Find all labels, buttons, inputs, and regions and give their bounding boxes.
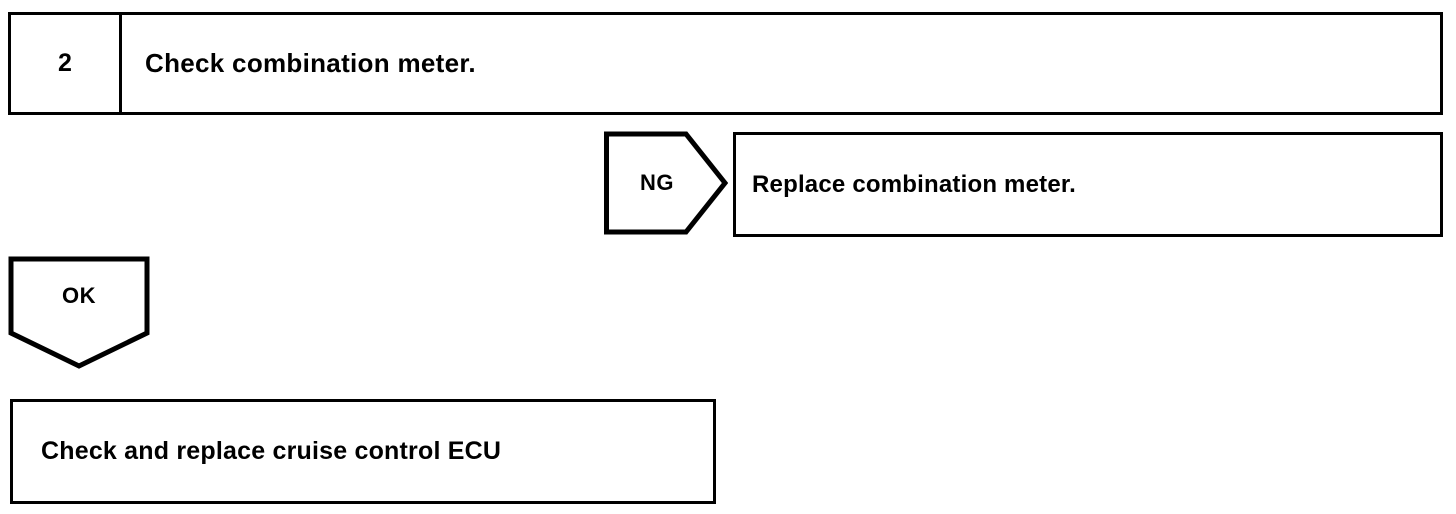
ng-result-text: Replace combination meter.: [752, 170, 1076, 198]
ng-result-box: Replace combination meter.: [733, 132, 1443, 237]
ng-branch-arrow: [604, 129, 728, 237]
final-action-text: Check and replace cruise control ECU: [41, 437, 502, 465]
ok-branch-arrow: [8, 256, 150, 370]
final-action-box: Check and replace cruise control ECU: [10, 399, 716, 504]
step-number-cell: 2: [11, 15, 122, 112]
step-number: 2: [58, 49, 72, 77]
step-row: 2 Check combination meter.: [8, 12, 1443, 115]
step-title: Check combination meter.: [145, 48, 476, 78]
step-title-cell: Check combination meter.: [125, 15, 1440, 112]
